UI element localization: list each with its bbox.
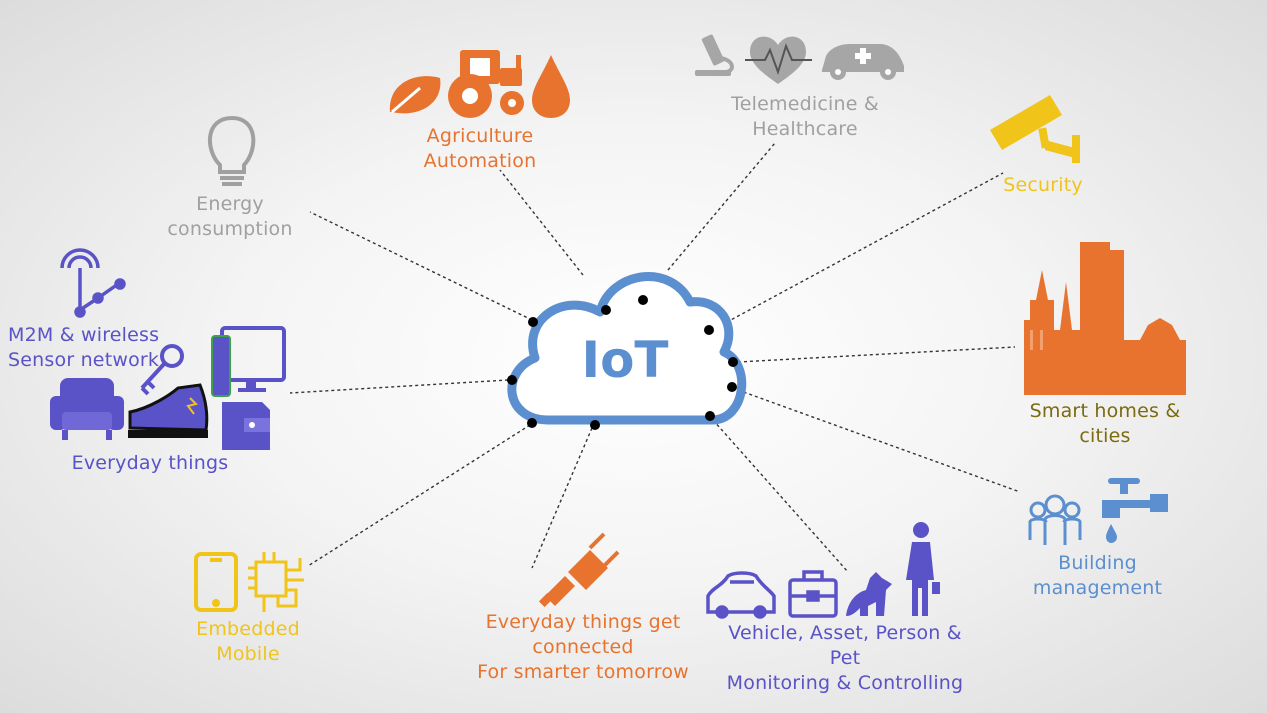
armchair-icon xyxy=(50,378,124,440)
agriculture-label: Agriculture Automation xyxy=(400,124,560,174)
embedded-label-line: Embedded xyxy=(196,618,300,640)
cloud-node xyxy=(527,418,537,428)
dog-icon xyxy=(846,572,892,616)
vehicle-label: Vehicle, Asset, Person & Pet Monitoring … xyxy=(720,621,970,696)
link-agriculture xyxy=(499,169,584,276)
smart-homes-label-line: Smart homes & xyxy=(1029,400,1181,422)
link-energy xyxy=(309,211,533,321)
briefcase-icon xyxy=(788,570,838,618)
wireless-sensor-icon xyxy=(60,248,126,318)
link-embedded xyxy=(307,424,531,567)
microscope-icon xyxy=(695,34,734,76)
embedded-label: Embedded Mobile xyxy=(188,617,308,667)
m2m-label-line: M2M & wireless xyxy=(8,324,160,346)
connected-label-line: connected xyxy=(532,636,634,658)
cloud-node xyxy=(528,317,538,327)
building-label-line: Building xyxy=(1058,552,1137,574)
everyday-label-line: Everyday things xyxy=(71,452,229,474)
person-icon xyxy=(906,522,940,616)
cloud-node xyxy=(705,411,715,421)
circuit-chip-icon xyxy=(248,552,304,612)
heartbeat-icon xyxy=(745,36,812,84)
connected-label: Everyday things get connected For smarte… xyxy=(470,610,696,685)
link-vehicle xyxy=(712,419,849,573)
smart-homes-label-line: cities xyxy=(1079,425,1131,447)
connected-label-line: Everyday things get xyxy=(485,611,681,633)
vehicle-label-line: Monitoring & Controlling xyxy=(726,672,964,694)
cloud-node xyxy=(638,295,648,305)
cctv-camera-icon xyxy=(990,95,1080,163)
embedded-label-line: Mobile xyxy=(216,643,280,665)
telemedicine-label: Telemedicine & Healthcare xyxy=(715,92,895,142)
ambulance-icon xyxy=(822,44,904,80)
car-icon xyxy=(706,571,776,619)
link-telemedicine xyxy=(667,142,776,271)
energy-label-line: Energy xyxy=(196,193,264,215)
cloud-node xyxy=(727,382,737,392)
link-connected xyxy=(531,427,593,569)
link-everyday xyxy=(289,379,509,394)
energy-label-line: consumption xyxy=(167,218,293,240)
building-label: Building management xyxy=(1030,551,1165,601)
telemedicine-label-line: Healthcare xyxy=(752,118,858,140)
everyday-label: Everyday things xyxy=(60,451,240,476)
city-skyline-icon xyxy=(1024,242,1186,395)
computer-icon xyxy=(211,326,286,397)
vehicle-label-line: Vehicle, Asset, Person & xyxy=(728,622,962,644)
tractor-icon xyxy=(448,50,524,118)
smartphone-icon xyxy=(194,552,238,612)
cloud-node xyxy=(728,357,738,367)
sneaker-icon xyxy=(128,383,209,438)
wallet-icon xyxy=(222,402,270,450)
iot-center-label: IoT xyxy=(581,331,669,389)
link-smart-homes xyxy=(737,346,1016,363)
agriculture-label-line: Agriculture xyxy=(426,125,534,147)
water-tap-icon xyxy=(1102,478,1168,543)
agriculture-label-line: Automation xyxy=(423,150,537,172)
energy-label: Energy consumption xyxy=(160,192,300,242)
cloud-node xyxy=(704,325,714,335)
building-label-line: management xyxy=(1032,577,1163,599)
light-bulb-icon xyxy=(207,115,256,186)
security-label: Security xyxy=(995,173,1091,198)
water-drop-icon xyxy=(532,55,570,118)
link-building xyxy=(737,389,1021,493)
smart-homes-label: Smart homes & cities xyxy=(1020,399,1190,449)
cloud-node xyxy=(507,375,517,385)
link-security xyxy=(715,172,1004,329)
connected-label-line: For smarter tomorrow xyxy=(477,661,689,683)
cloud-node xyxy=(601,305,611,315)
plug-connector-icon xyxy=(538,532,620,608)
m2m-label-line: Sensor network xyxy=(8,349,160,371)
vehicle-label-line: Pet xyxy=(829,647,861,669)
telemedicine-label-line: Telemedicine & xyxy=(731,93,879,115)
people-group-icon xyxy=(1028,494,1082,545)
cloud-node xyxy=(590,420,600,430)
m2m-label: M2M & wireless Sensor network xyxy=(8,323,168,373)
security-label-line: Security xyxy=(1003,174,1083,196)
key-icon xyxy=(140,344,184,396)
